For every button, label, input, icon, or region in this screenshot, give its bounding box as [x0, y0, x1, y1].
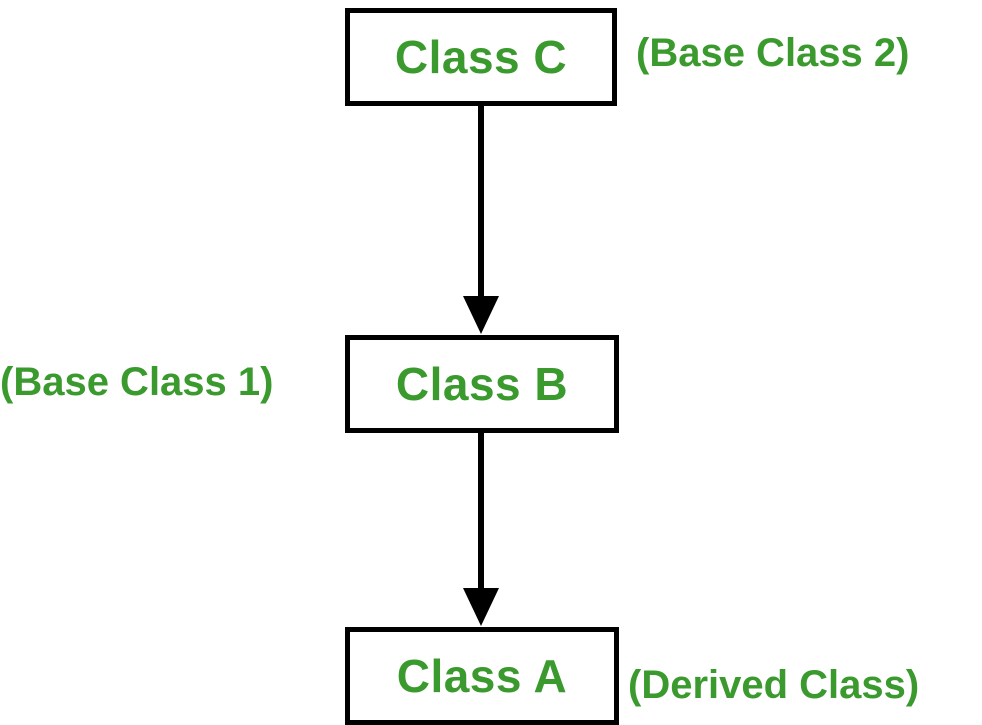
edge-b-to-a: [463, 433, 499, 626]
class-b-node: Class B: [345, 335, 619, 433]
class-a-label: Class A: [396, 650, 568, 702]
edge-c-to-b: [463, 106, 499, 334]
edge-b-to-a-arrowhead: [463, 588, 499, 626]
class-a-annotation: (Derived Class): [628, 663, 920, 707]
class-c-node: Class C: [345, 8, 617, 106]
class-a-node: Class A: [345, 627, 619, 725]
class-b-label: Class B: [395, 358, 569, 410]
class-c-annotation: (Base Class 2): [636, 31, 910, 75]
class-b-annotation: (Base Class 1): [0, 360, 274, 404]
edge-c-to-b-arrowhead: [463, 296, 499, 334]
class-c-label: Class C: [394, 31, 568, 83]
